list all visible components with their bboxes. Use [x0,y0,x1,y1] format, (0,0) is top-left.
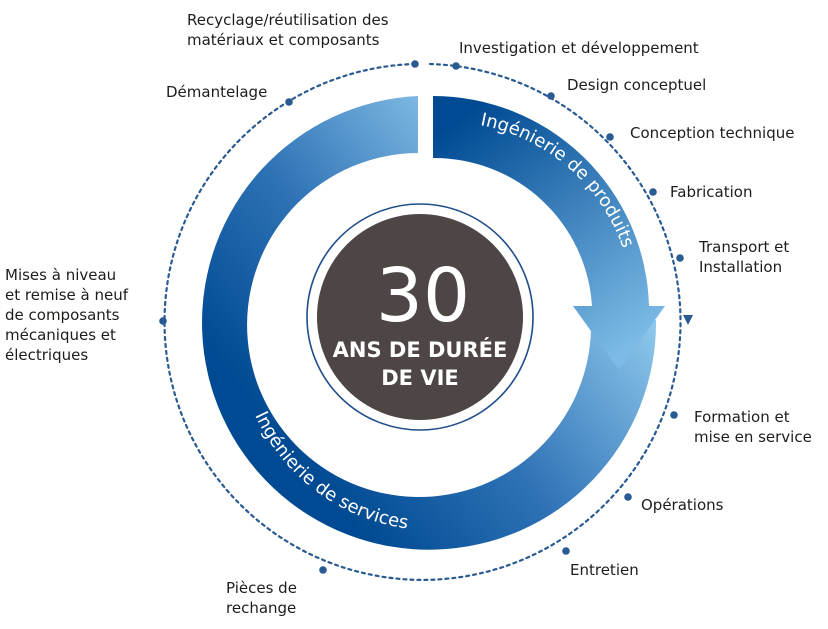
center-badge: 30 ANS DE DURÉE DE VIE [306,203,534,431]
stage-label-formation: Formation et mise en service [694,408,812,446]
stage-label-entretien: Entretien [570,561,639,579]
stage-dot-demantelage [285,98,293,106]
stage-label-investigation: Investigation et développement [459,39,699,57]
stage-dot-pieces [319,566,327,574]
stage-label-recyclage: Recyclage/réutilisation des matériaux et… [187,11,393,49]
lifetime-label-line1: ANS DE DURÉE [333,337,508,362]
products-ring-segment [433,95,665,371]
stage-dot-conception [606,133,614,141]
stage-label-demantelage: Démantelage [166,83,267,101]
stage-label-transport: Transport et Installation [698,238,794,276]
stage-label-conception: Conception technique [630,124,794,142]
center-disc [317,214,523,420]
stage-dot-fabrication [649,188,657,196]
stage-dot-recyclage [411,60,419,68]
stage-dot-entretien [562,547,570,555]
stage-dot-transport [676,254,684,262]
lifetime-label-line2: DE VIE [381,366,459,390]
lifetime-years-number: 30 [376,253,470,339]
stage-dot-investigation [452,62,460,70]
stage-dot-operations [624,493,632,501]
stage-labels: Recyclage/réutilisation des matériaux et… [5,11,812,617]
stage-label-mises: Mises à niveau et remise à neuf de compo… [5,266,133,364]
center-thin-ring [306,203,534,431]
stage-dot-formation [670,411,678,419]
stage-dot-design [547,92,555,100]
stage-dot-mises [159,317,167,325]
outer-ring-dotted-path [163,62,682,581]
stage-label-design: Design conceptuel [567,76,706,94]
outer-cycle-ring [163,62,693,581]
stage-label-pieces: Pièces de rechange [226,579,302,617]
stage-markers [159,60,684,574]
stage-label-operations: Opérations [641,496,724,514]
outer-ring-arrowhead [683,315,693,325]
stage-label-fabrication: Fabrication [670,183,752,201]
